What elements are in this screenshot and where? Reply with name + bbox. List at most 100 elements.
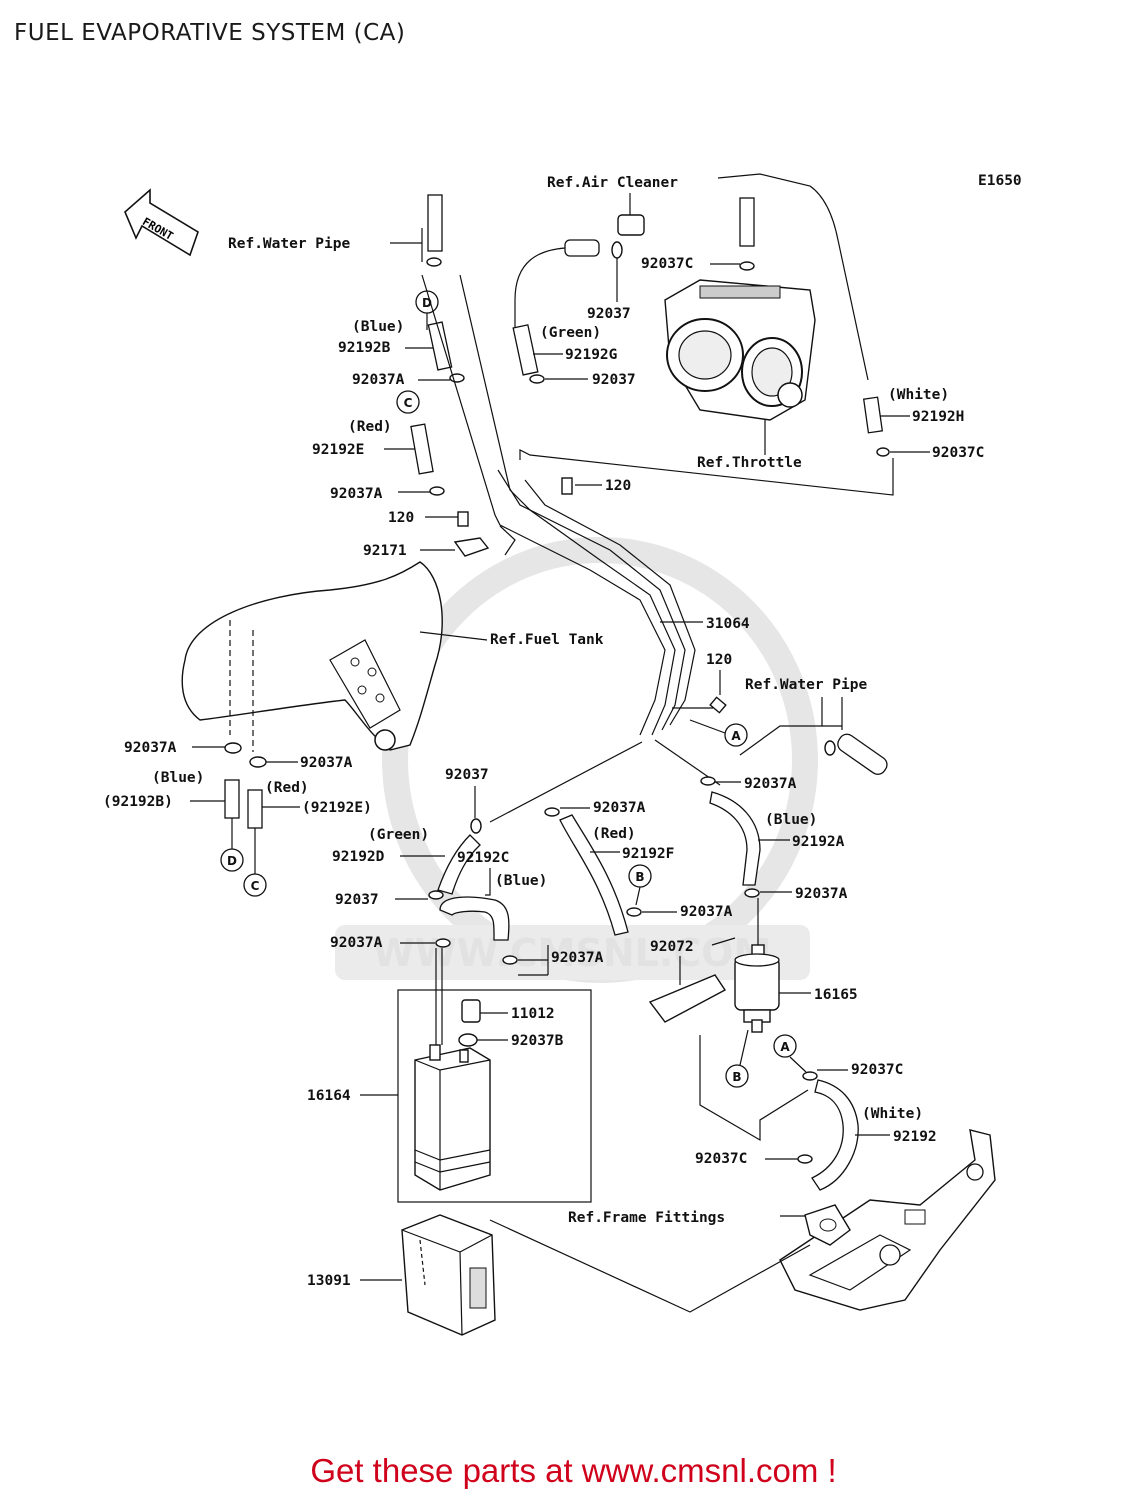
part-16164: 16164 (307, 1088, 351, 1104)
canister-16164 (414, 1044, 491, 1191)
marker-d-bottom (220, 848, 244, 872)
water-pipe-hose (427, 194, 443, 252)
part-92037-b: 92037 (592, 372, 636, 388)
label-green-2: (Green) (368, 827, 429, 843)
ref-frame-fittings: Ref.Frame Fittings (568, 1210, 725, 1226)
label-blue-2: (Blue) (152, 770, 204, 786)
part-92192b-ref: (92192B) (103, 794, 173, 810)
label-blue-1: (Blue) (352, 319, 404, 335)
ref-air-cleaner: Ref.Air Cleaner (547, 175, 678, 191)
svg-text:B: B (732, 1070, 741, 1084)
svg-text:D: D (422, 296, 432, 310)
fuel-tank (181, 561, 443, 751)
part-92192b: 92192B (338, 340, 391, 356)
hose-92192g (512, 324, 539, 376)
bolt-icon (709, 696, 727, 714)
part-92037c-d: 92037C (695, 1151, 747, 1167)
ref-throttle: Ref.Throttle (697, 455, 802, 471)
part-92192d: 92192D (332, 849, 385, 865)
part-92037-a: 92037 (587, 306, 631, 322)
ref-water-pipe-top: Ref.Water Pipe (228, 236, 350, 252)
part-13091: 13091 (307, 1273, 351, 1289)
canister-holder-13091 (401, 1214, 496, 1336)
get-parts-link[interactable]: Get these parts at www.cmsnl.com ! (310, 1452, 837, 1489)
label-white-2: (White) (862, 1106, 923, 1122)
marker-c-top (396, 390, 420, 414)
watermark: WWW.CMSNL.COM (335, 537, 818, 983)
water-pipe-hose-right (837, 733, 888, 775)
svg-text:C: C (404, 396, 413, 410)
part-92192e: 92192E (312, 442, 364, 458)
hose-92192f (559, 814, 629, 936)
front-arrow-icon: FRONT (124, 188, 199, 257)
hose-top-right (739, 197, 755, 247)
label-red-1: (Red) (348, 419, 392, 435)
watermark-text: WWW.CMSNL.COM (373, 931, 772, 975)
part-92072: 92072 (650, 939, 694, 955)
hose-92192c (439, 896, 510, 941)
part-92037a-c: 92037A (124, 740, 177, 756)
part-92037a-h: 92037A (680, 904, 733, 920)
hose-red-left (247, 789, 263, 829)
part-92192h: 92192H (912, 409, 964, 425)
ref-fuel-tank: Ref.Fuel Tank (490, 632, 604, 648)
marker-c-bottom (243, 873, 267, 897)
hose-green-top (564, 239, 600, 257)
marker-b-bottom (725, 1064, 749, 1088)
label-green-1: (Green) (540, 325, 601, 341)
part-120-a: 120 (388, 510, 414, 526)
part-92037a-j: 92037A (795, 886, 848, 902)
marker-a-mid (724, 723, 748, 747)
bolt-icon (457, 511, 469, 527)
hose-92192d (437, 834, 481, 895)
cap-11012 (461, 999, 481, 1023)
part-92037b: 92037B (511, 1033, 564, 1049)
svg-text:B: B (635, 870, 644, 884)
clamp-icon (426, 257, 442, 267)
part-92192c: 92192C (457, 850, 509, 866)
part-92037a-i: 92037A (744, 776, 797, 792)
part-31064: 31064 (706, 616, 750, 632)
fuel-filter-16165 (734, 944, 780, 1033)
part-92037a-b: 92037A (330, 486, 383, 502)
part-120-b: 120 (605, 478, 631, 494)
part-16165: 16165 (814, 987, 858, 1003)
frame-fittings (779, 1129, 996, 1311)
part-92192e-ref: (92192E) (302, 800, 372, 816)
part-92171: 92171 (363, 543, 407, 559)
svg-text:C: C (251, 879, 260, 893)
hose-92192e (410, 423, 434, 475)
part-11012: 11012 (511, 1006, 555, 1022)
part-92192f: 92192F (622, 846, 674, 862)
part-92037a-a: 92037A (352, 372, 405, 388)
pipe-assembly-31064 (421, 274, 696, 736)
hose-92192a (709, 791, 761, 886)
part-92037-c: 92037 (445, 767, 489, 783)
part-92037a-f: 92037A (551, 950, 604, 966)
part-92037a-g: 92037A (593, 800, 646, 816)
parts-diagram: WWW.CMSNL.COM E1650 FRONT Ref.Water Pipe… (103, 173, 1022, 1336)
hose-blue-left (224, 779, 240, 819)
hose-92192 (811, 1079, 859, 1191)
hose-92192b (427, 321, 453, 371)
part-92192g: 92192G (565, 347, 617, 363)
part-92037c-a: 92037C (641, 256, 693, 272)
label-red-3: (Red) (592, 826, 636, 842)
marker-a-bottom (773, 1034, 797, 1058)
part-92037-d: 92037 (335, 892, 379, 908)
page-title: FUEL EVAPORATIVE SYSTEM (CA) (14, 20, 406, 46)
bolt-icon (561, 477, 573, 495)
svg-text:D: D (227, 854, 237, 868)
air-cleaner-fitting (617, 214, 645, 236)
label-blue-4: (Blue) (765, 812, 817, 828)
part-92037a-d: 92037A (300, 755, 353, 771)
hose-92192h (862, 396, 884, 434)
part-92037a-e: 92037A (330, 935, 383, 951)
throttle-body (664, 279, 816, 421)
canister-group-box (397, 989, 592, 1203)
bracket-92171 (453, 537, 490, 557)
label-blue-3: (Blue) (495, 873, 547, 889)
ref-water-pipe-right: Ref.Water Pipe (745, 677, 867, 693)
diagram-code: E1650 (978, 173, 1022, 189)
svg-text:A: A (780, 1040, 790, 1054)
